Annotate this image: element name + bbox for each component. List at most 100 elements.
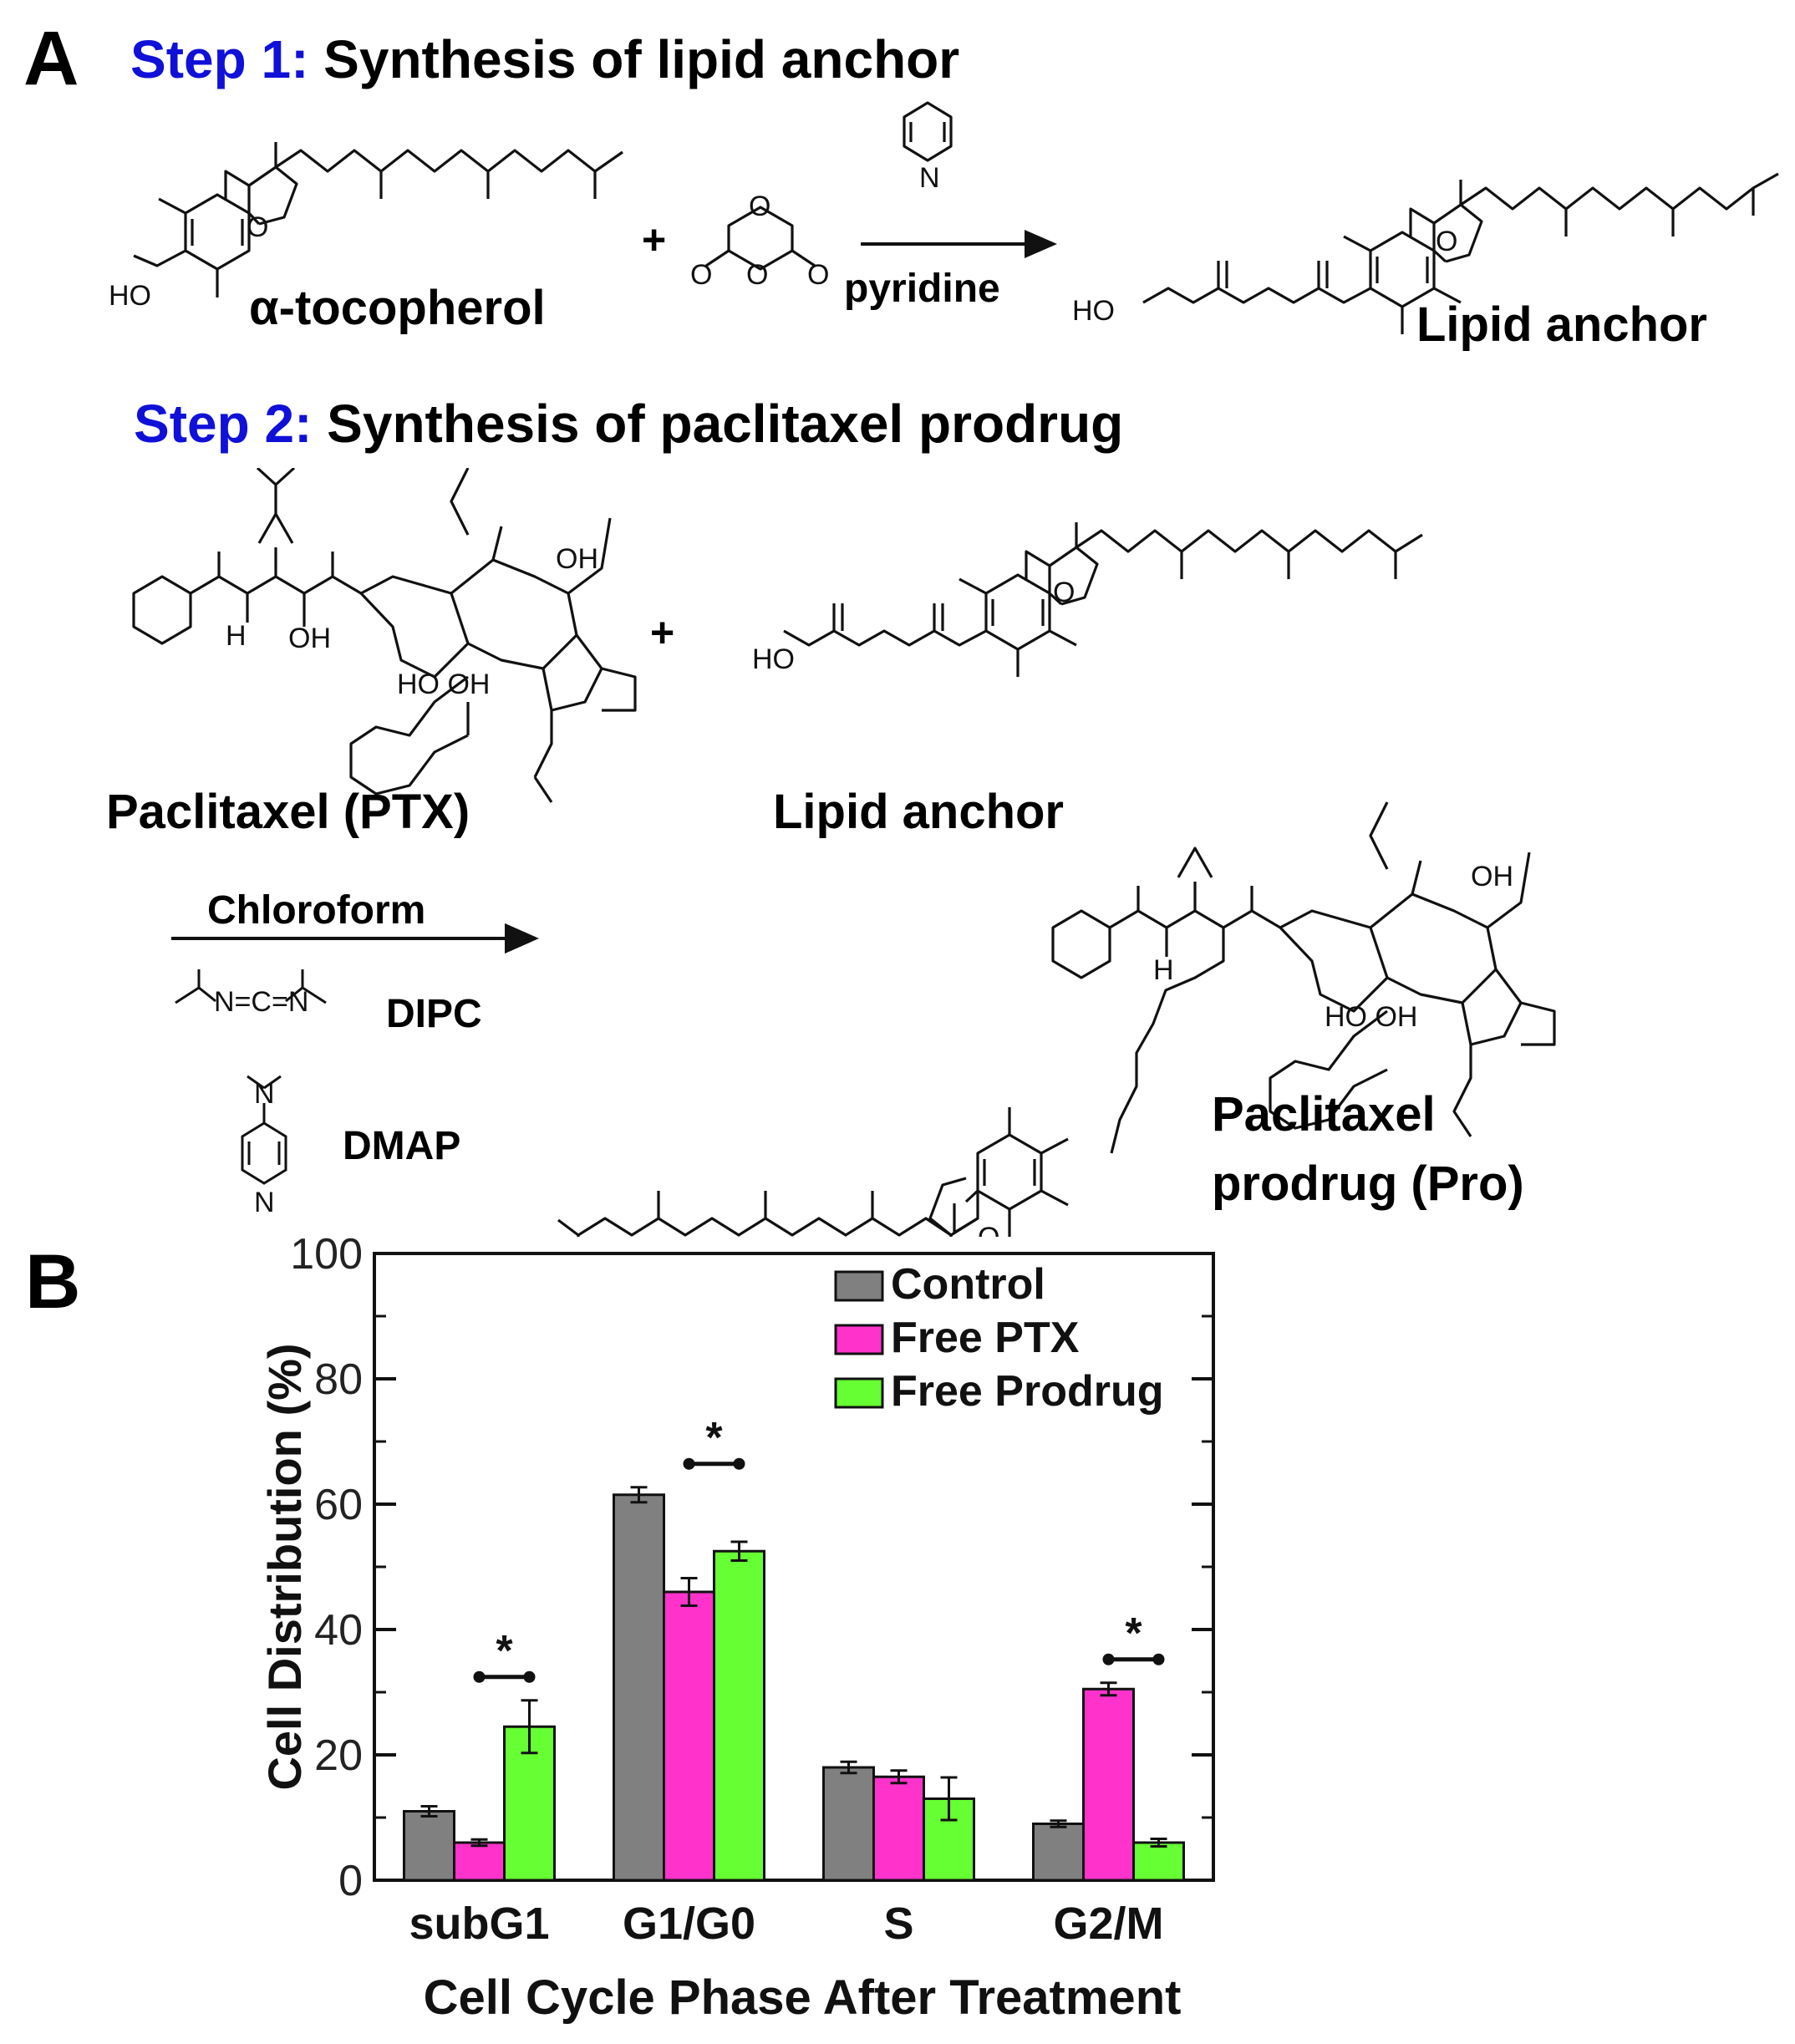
ptx-benzoyl-ring	[132, 575, 192, 645]
ptx-ho-oh: HO OH	[397, 669, 490, 700]
legend-swatch	[834, 1377, 884, 1409]
plus-sign-2: +	[650, 609, 675, 656]
step1-heading: Step 1: Synthesis of lipid anchor	[130, 28, 959, 90]
dmap-ring-n-atom: N	[254, 1187, 275, 1218]
y-tick-label: 0	[338, 1857, 363, 1905]
x-tick-label: S	[883, 1899, 913, 1949]
cell-cycle-bar-chart: 0 20 40 60 80 100 subG1 G1/G0 S G2/M * * * Control…	[258, 1237, 1215, 2025]
step1-title: Synthesis of lipid anchor	[323, 29, 960, 89]
y-tick-label: 80	[314, 1355, 363, 1404]
x-tick-label: G2/M	[1053, 1899, 1163, 1949]
bar-subG1-free-ptx	[453, 1841, 506, 1882]
pyridine-ring	[903, 101, 953, 162]
pyridine-n-atom: N	[919, 162, 940, 194]
prodrug-h-atom: H	[1153, 954, 1174, 986]
x-axis-tick-labels: subG1 G1/G0 S G2/M	[409, 1899, 1163, 1949]
x-tick-label: G1/G0	[623, 1899, 755, 1949]
step2-title: Synthesis of paclitaxel prodrug	[327, 394, 1124, 454]
lipid-anchor-chain	[1459, 172, 1779, 236]
paclitaxel-label: Paclitaxel (PTX)	[106, 785, 470, 839]
y-tick-label: 20	[314, 1731, 363, 1780]
significance-end	[523, 1670, 536, 1683]
prodrug-label-line1: Paclitaxel	[1212, 1087, 1436, 1141]
anhydride-o-middle: O	[746, 259, 768, 291]
dipc-formula: N=C=N	[214, 986, 308, 1018]
prodrug-label-line2: prodrug (Pro)	[1212, 1157, 1524, 1211]
chloroform-label: Chloroform	[207, 888, 426, 933]
significance-asterisk: *	[496, 1627, 513, 1675]
bar-S-control	[822, 1766, 875, 1882]
prodrug-benzoate-ring	[1269, 1009, 1388, 1130]
anchor-ho-atom: HO	[752, 643, 795, 675]
prodrug-ho-oh: HO OH	[1325, 1001, 1417, 1033]
bar-G2-M-free-prodrug	[1132, 1841, 1185, 1882]
lipid-anchor-label-1: Lipid anchor	[1416, 297, 1707, 352]
step2-number: Step 2:	[134, 394, 313, 454]
legend-label: Free Prodrug	[891, 1367, 1164, 1416]
step1-reaction-scheme: HO O O O O O N HO O	[109, 101, 1779, 334]
ptx-oh-top: OH	[556, 543, 598, 575]
step1-number: Step 1:	[130, 29, 309, 89]
lipid-anchor-label-2: Lipid anchor	[773, 785, 1064, 839]
ptx-benzoate-ring	[349, 675, 469, 796]
lipid-anchor-ho-atom: HO	[1072, 295, 1115, 327]
significance-asterisk: *	[1125, 1609, 1142, 1658]
lipid-anchor-aromatic-ring	[1369, 231, 1436, 308]
plus-sign-1: +	[642, 216, 667, 263]
y-axis-label: Cell Distribution (%)	[258, 1343, 311, 1790]
step2-heading: Step 2: Synthesis of paclitaxel prodrug	[134, 393, 1123, 455]
dipc-isopropyl-left	[175, 969, 216, 1004]
lipid-anchor-o-atom: O	[1436, 226, 1457, 257]
prodrug-phytyl-chain	[557, 1191, 953, 1237]
significance-end	[1152, 1653, 1165, 1665]
x-axis-label: Cell Cycle Phase After Treatment	[424, 1970, 1182, 2025]
significance-end	[733, 1457, 745, 1470]
prodrug-benzoyl-ring	[1051, 909, 1111, 979]
tocopherol-o-atom: O	[247, 211, 268, 243]
pyridine-label: pyridine	[844, 267, 1000, 311]
step2-reaction-scheme: N=C=N N N H OH OH HO OH HO O H OH HO OH …	[132, 468, 1556, 1237]
significance-end	[1102, 1653, 1115, 1665]
tocopherol-label: α-tocopherol	[249, 281, 546, 335]
significance-asterisk: *	[705, 1414, 723, 1462]
bar-G2-M-free-ptx	[1082, 1687, 1135, 1882]
step2-anchor-chain	[1075, 522, 1423, 579]
prodrug-oh-top: OH	[1471, 861, 1513, 892]
significance-end	[473, 1670, 486, 1683]
panel-b-letter: B	[25, 1239, 81, 1325]
prodrug-tocopherol-ring	[976, 1133, 1043, 1211]
anhydride-o-right: O	[807, 259, 829, 291]
bars-group	[403, 1486, 1185, 1882]
tocopherol-aromatic-ring	[184, 193, 251, 271]
prodrug-taxane-core	[1279, 909, 1389, 1013]
anhydride-o-atom: O	[749, 191, 770, 222]
bar-G2-M-control	[1032, 1823, 1085, 1882]
dmap-n-atom: N	[254, 1078, 275, 1110]
bar-S-free-ptx	[872, 1775, 925, 1882]
significance-end	[683, 1457, 695, 1470]
anchor-o-atom: O	[1053, 577, 1075, 608]
bar-G1-G0-control	[613, 1493, 665, 1882]
y-tick-label: 40	[314, 1606, 363, 1655]
ptx-h-atom: H	[226, 620, 247, 652]
step2-anchor-ring	[984, 573, 1051, 651]
dipc-label: DIPC	[386, 992, 482, 1036]
legend-label: Free PTX	[891, 1314, 1080, 1362]
y-tick-label: 100	[290, 1237, 363, 1279]
tocopherol-phytyl-chain	[274, 142, 623, 199]
y-tick-label: 60	[314, 1481, 363, 1529]
bar-G1-G0-free-prodrug	[713, 1549, 765, 1882]
anhydride-o-left: O	[690, 259, 712, 291]
legend-label: Control	[891, 1260, 1045, 1309]
bar-G1-G0-free-ptx	[663, 1590, 715, 1882]
dipc-isopropyl-right	[285, 969, 327, 1004]
panel-a-letter: A	[23, 16, 79, 101]
legend-swatch	[834, 1324, 884, 1355]
ptx-taxane-core	[359, 575, 470, 679]
significance-markers: * * *	[473, 1414, 1165, 1683]
legend-swatch	[834, 1270, 884, 1302]
dmap-label: DMAP	[343, 1124, 461, 1168]
ptx-oh-atom: OH	[288, 623, 331, 654]
x-tick-label: subG1	[409, 1899, 549, 1949]
